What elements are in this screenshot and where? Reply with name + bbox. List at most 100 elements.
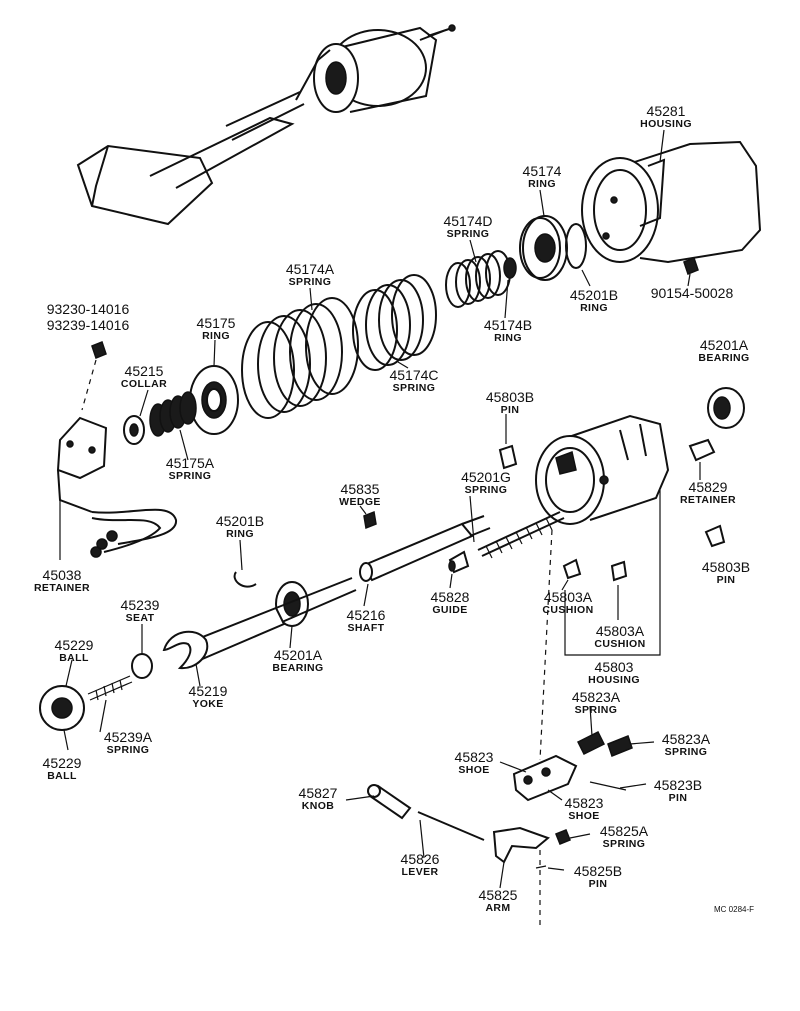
part-number-p45825A: 45825A xyxy=(600,823,649,839)
part-number-p45823A_1: 45823A xyxy=(572,689,621,705)
spring-45823a-2-drawing xyxy=(607,735,633,757)
part-number-p45835: 45835 xyxy=(341,481,380,497)
part-name-p45823A_2: SPRING xyxy=(665,746,708,758)
arm-45825-drawing xyxy=(492,826,550,864)
part-labels: 45281HOUSING45174RING45174DSPRING45174AS… xyxy=(34,103,750,914)
part-number-p45201B_mid: 45201B xyxy=(216,513,264,529)
part-number-p45229_top: 45229 xyxy=(55,637,94,653)
part-name-p45174A: SPRING xyxy=(289,276,332,288)
part-number-p45174: 45174 xyxy=(523,163,562,179)
part-name-p45215: COLLAR xyxy=(121,378,167,390)
lever-45826-drawing xyxy=(417,811,485,841)
ring-45175-drawing xyxy=(189,365,239,435)
pin-45803b-right-drawing xyxy=(704,524,726,548)
part-number-p45803A_2: 45803A xyxy=(596,623,645,639)
part-number-p45174B: 45174B xyxy=(484,317,532,333)
part-name-p45201A_right: BEARING xyxy=(698,352,749,364)
guide-45828-drawing xyxy=(448,550,470,574)
axis-dash-shoe xyxy=(539,529,553,761)
leader-dash-93230 xyxy=(81,359,97,411)
wedge-45835-drawing xyxy=(363,510,377,530)
screw-90154-drawing xyxy=(683,257,699,275)
part-name-p45823_1: SHOE xyxy=(458,764,489,776)
part-name-p45174C: SPRING xyxy=(393,382,436,394)
part-name-p45174D: SPRING xyxy=(447,228,490,240)
part-name-p45803A_1: CUSHION xyxy=(542,604,593,616)
retainer-45829-drawing xyxy=(688,438,716,462)
bearing-45201a-right-drawing xyxy=(707,387,745,429)
spring-45201g-drawing xyxy=(477,511,565,559)
part-name-p45201G: SPRING xyxy=(465,484,508,496)
part-number-p45201G: 45201G xyxy=(461,469,511,485)
part-number-p90154: 90154-50028 xyxy=(651,285,734,301)
shaft-45216-drawing xyxy=(359,515,491,582)
part-number-p93230: 93230-14016 xyxy=(47,301,130,317)
shoe-45823-drawing xyxy=(512,754,578,802)
screw-93230-drawing xyxy=(91,341,107,359)
part-name-p45175: RING xyxy=(202,330,230,342)
knob-45827-drawing xyxy=(367,784,412,820)
spring-45825a-drawing xyxy=(555,829,571,845)
retainer-45038-drawing xyxy=(56,416,177,558)
figure-code-label: MC 0284-F xyxy=(714,905,754,914)
part-number-p45174D: 45174D xyxy=(443,213,492,229)
part-number-p45229_bot: 45229 xyxy=(43,755,82,771)
part-name-p45216: SHAFT xyxy=(348,622,385,634)
leader-lines xyxy=(59,129,701,889)
ring-45174b-drawing xyxy=(503,257,517,279)
part-name-p45239: SEAT xyxy=(126,612,155,624)
ball-45229-drawing xyxy=(39,685,85,731)
part-name-p45175A: SPRING xyxy=(169,470,212,482)
part-number-p45823A_2: 45823A xyxy=(662,731,711,747)
part-name-p45823B: PIN xyxy=(669,792,688,804)
part-name-p45825A: SPRING xyxy=(603,838,646,850)
spring-45174a-drawing xyxy=(241,297,359,419)
part-name-p45803A_2: CUSHION xyxy=(594,638,645,650)
part-number-p45803A_1: 45803A xyxy=(544,589,593,605)
yoke-45219-drawing xyxy=(162,577,357,670)
part-name-p45825B: PIN xyxy=(589,878,608,890)
part-number-p45825: 45825 xyxy=(479,887,518,903)
part-number-p45829: 45829 xyxy=(689,479,728,495)
part-number-p45201A_right: 45201A xyxy=(700,337,749,353)
part-name-p45825: ARM xyxy=(485,902,510,914)
part-name-p45229_top: BALL xyxy=(59,652,89,664)
housing-45281-drawing xyxy=(581,140,762,264)
part-name-p45038: RETAINER xyxy=(34,582,90,594)
spring-45174d-drawing xyxy=(445,250,511,308)
part-name-p45803B_top: PIN xyxy=(501,404,520,416)
part-name-p45281: HOUSING xyxy=(640,118,692,130)
ring-45201b-top-drawing xyxy=(565,223,587,269)
part-number-p45803: 45803 xyxy=(595,659,634,675)
part-number-p45823B: 45823B xyxy=(654,777,702,793)
part-number-p45828: 45828 xyxy=(431,589,470,605)
part-name-p45827: KNOB xyxy=(302,800,335,812)
spring-45175a-drawing xyxy=(149,391,197,437)
part-name-p45803: HOUSING xyxy=(588,674,640,686)
part-number-p45281: 45281 xyxy=(647,103,686,119)
pin-45823b-drawing xyxy=(589,781,627,791)
part-name-p45826: LEVER xyxy=(401,866,438,878)
part-number-p45826: 45826 xyxy=(401,851,440,867)
steering-column-overview-drawing xyxy=(76,24,456,226)
ring-45201b-mid-drawing xyxy=(233,571,257,588)
part-name-p45174: RING xyxy=(528,178,556,190)
cushion-45803a-2-drawing xyxy=(610,560,628,582)
part-name-p45201A_mid: BEARING xyxy=(272,662,323,674)
housing-45803-drawing xyxy=(535,414,670,525)
part-name-p45239A: SPRING xyxy=(107,744,150,756)
part-number-p45038: 45038 xyxy=(43,567,82,583)
part-number-p45239A: 45239A xyxy=(104,729,153,745)
part-name-p45823_2: SHOE xyxy=(568,810,599,822)
part-name-p45201B_mid: RING xyxy=(226,528,254,540)
pin-45825b-drawing xyxy=(535,865,547,869)
part-number-p93239: 93239-14016 xyxy=(47,317,130,333)
spring-45174c-drawing xyxy=(352,274,437,371)
part-name-p45823A_1: SPRING xyxy=(575,704,618,716)
part-number-p45174A: 45174A xyxy=(286,261,335,277)
part-name-p45229_bot: BALL xyxy=(47,770,77,782)
part-name-p45835: WEDGE xyxy=(339,496,381,508)
part-name-p45174B: RING xyxy=(494,332,522,344)
